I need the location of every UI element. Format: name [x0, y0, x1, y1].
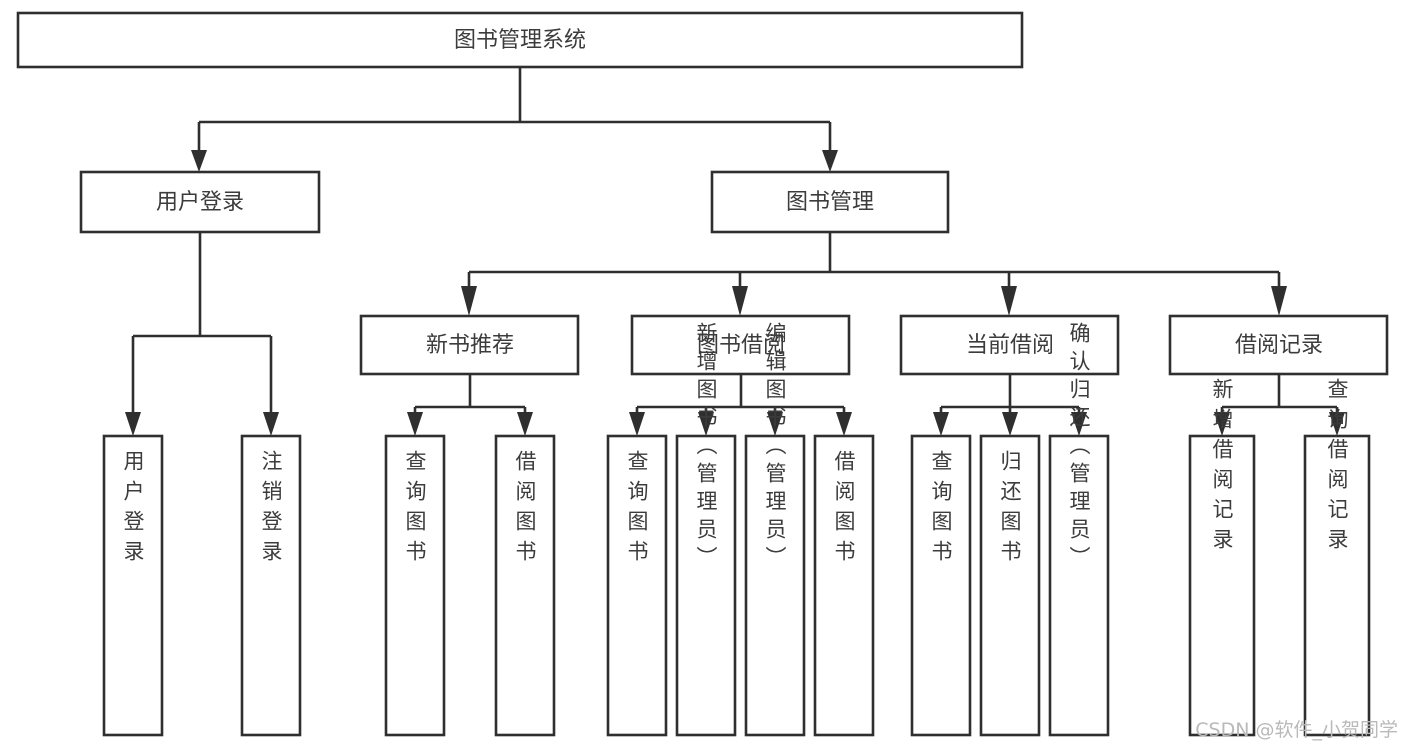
leaf-confirm-return-box[interactable]: [1048, 434, 1110, 737]
node-leaf-query-book-2[interactable]: 查询图书: [606, 434, 668, 737]
leaf-confirm-return-label: 确认归还（管理员）: [1067, 322, 1091, 574]
leaf-return-book-box[interactable]: [979, 434, 1041, 737]
arrowhead-leaf-borrow-book-1: [517, 412, 533, 436]
leaf-query-book-2-label: 查询图书: [625, 450, 649, 570]
node-user-login[interactable]: 用户登录: [79, 170, 321, 234]
arrowhead-leaf-edit-book: [767, 412, 783, 436]
new-book-recommend-label: 新书推荐: [426, 333, 514, 358]
node-leaf-query-book-1[interactable]: 查询图书: [384, 434, 446, 737]
node-current-borrow[interactable]: 当前借阅: [899, 314, 1120, 376]
node-leaf-add-book[interactable]: 新增图书（管理员）: [675, 322, 737, 737]
leaf-add-record-label: 新增借阅记录: [1210, 378, 1234, 558]
arrowhead-book-borrow: [732, 286, 748, 316]
arrowhead-book-management: [822, 150, 838, 172]
leaf-edit-book-box[interactable]: [744, 434, 806, 737]
leaf-borrow-book-1-box[interactable]: [494, 434, 556, 737]
book-borrow-box[interactable]: [630, 314, 851, 376]
leaf-add-record-box[interactable]: [1188, 434, 1256, 737]
node-leaf-edit-book[interactable]: 编辑图书（管理员）: [744, 322, 806, 737]
arrowhead-leaf-query-book-3: [933, 412, 949, 436]
node-leaf-logout-login[interactable]: 注销登录: [240, 434, 302, 737]
leaf-query-record-box[interactable]: [1303, 434, 1371, 737]
new-book-recommend-box[interactable]: [359, 314, 580, 376]
arrowhead-leaf-query-record: [1329, 412, 1345, 436]
node-borrow-record[interactable]: 借阅记录: [1168, 314, 1389, 376]
arrowhead-leaf-confirm-return: [1071, 412, 1087, 436]
root-label: 图书管理系统: [454, 28, 586, 53]
borrow-record-box[interactable]: [1168, 314, 1389, 376]
node-leaf-confirm-return[interactable]: 确认归还（管理员）: [1048, 322, 1110, 737]
arrowhead-new-book-recommend: [461, 286, 477, 316]
node-leaf-borrow-book-2[interactable]: 借阅图书: [813, 434, 875, 737]
leaf-query-book-2-box[interactable]: [606, 434, 668, 737]
arrowhead-leaf-borrow-book-2: [836, 412, 852, 436]
node-book-management[interactable]: 图书管理: [710, 170, 950, 234]
leaf-query-book-1-label: 查询图书: [403, 450, 427, 570]
arrowhead-leaf-query-book-2: [629, 412, 645, 436]
arrowhead-leaf-add-book: [698, 412, 714, 436]
leaf-add-book-box[interactable]: [675, 434, 737, 737]
arrowhead-leaf-query-book-1: [407, 412, 423, 436]
arrowhead-borrow-record: [1271, 286, 1287, 316]
node-root[interactable]: 图书管理系统: [16, 11, 1024, 69]
leaf-borrow-book-2-label: 借阅图书: [832, 450, 856, 570]
node-book-borrow[interactable]: 图书借阅: [630, 314, 851, 376]
arrowhead-user-login: [191, 150, 207, 172]
borrow-record-label: 借阅记录: [1235, 333, 1323, 358]
leaf-logout-login-label: 注销登录: [259, 450, 283, 570]
leaf-edit-book-label: 编辑图书（管理员）: [763, 322, 787, 574]
csdn-watermark: CSDN @软件_小贺同学: [1195, 719, 1398, 741]
arrowhead-current-borrow: [1001, 286, 1017, 316]
leaf-logout-login-box[interactable]: [240, 434, 302, 737]
node-leaf-query-book-3[interactable]: 查询图书: [910, 434, 972, 737]
leaf-user-login-label: 用户登录: [121, 450, 145, 570]
node-leaf-user-login[interactable]: 用户登录: [102, 434, 164, 737]
current-borrow-box[interactable]: [899, 314, 1120, 376]
node-leaf-add-record[interactable]: 新增借阅记录: [1188, 378, 1256, 737]
user-login-label: 用户登录: [156, 190, 244, 215]
book-management-box[interactable]: [710, 170, 950, 234]
leaf-user-login-box[interactable]: [102, 434, 164, 737]
leaf-add-book-label: 新增图书（管理员）: [694, 322, 718, 574]
leaf-return-book-label: 归还图书: [998, 450, 1022, 570]
book-management-label: 图书管理: [786, 190, 874, 215]
arrowhead-leaf-add-record: [1214, 412, 1230, 436]
node-leaf-borrow-book-1[interactable]: 借阅图书: [494, 434, 556, 737]
leaf-query-record-label: 查询借阅记录: [1325, 378, 1349, 558]
leaf-query-book-3-box[interactable]: [910, 434, 972, 737]
current-borrow-label: 当前借阅: [966, 333, 1054, 358]
arrowhead-leaf-user-login: [125, 412, 141, 436]
arrowhead-leaf-return-book: [1002, 412, 1018, 436]
node-leaf-return-book[interactable]: 归还图书: [979, 434, 1041, 737]
root-box[interactable]: [16, 11, 1024, 69]
node-leaf-query-record[interactable]: 查询借阅记录: [1303, 378, 1371, 737]
leaf-query-book-1-box[interactable]: [384, 434, 446, 737]
arrowhead-leaf-logout-login: [263, 412, 279, 436]
book-borrow-label: 图书借阅: [697, 333, 785, 358]
leaf-borrow-book-2-box[interactable]: [813, 434, 875, 737]
leaf-borrow-book-1-label: 借阅图书: [513, 450, 537, 570]
node-new-book-recommend[interactable]: 新书推荐: [359, 314, 580, 376]
leaf-query-book-3-label: 查询图书: [929, 450, 953, 570]
